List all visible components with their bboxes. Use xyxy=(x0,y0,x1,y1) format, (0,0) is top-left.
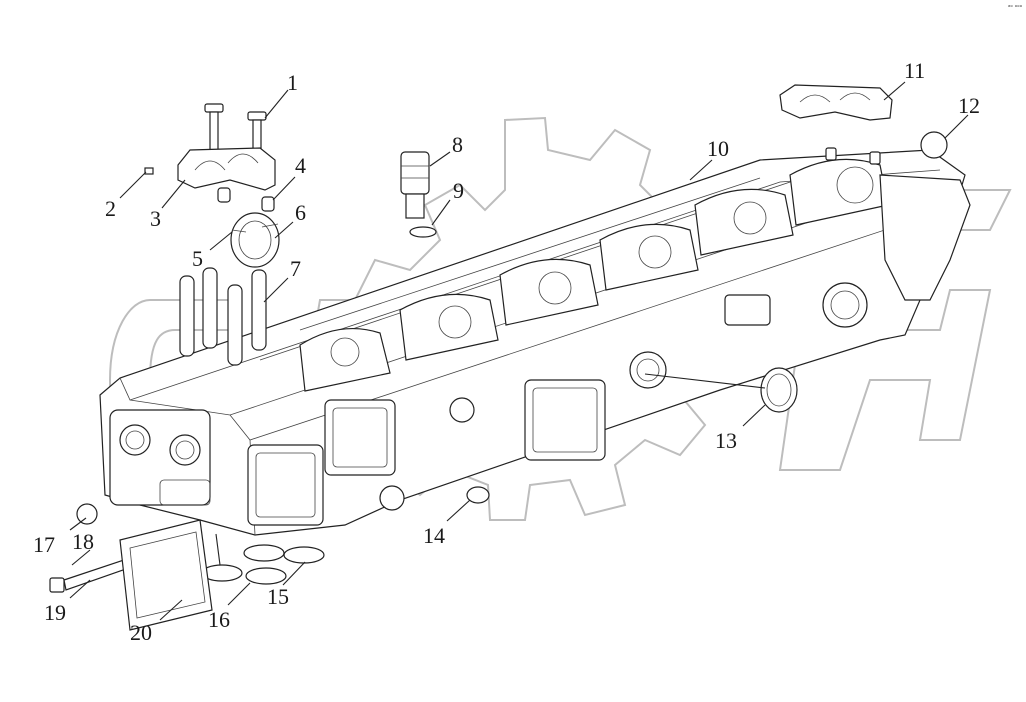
callout-20: 20 xyxy=(130,620,152,645)
o-ring-part-9 xyxy=(409,226,437,238)
callout-19: 19 xyxy=(44,600,66,625)
gasket-part-20 xyxy=(119,519,213,631)
callout-14: 14 xyxy=(423,523,445,548)
pin-part-2 xyxy=(144,167,154,175)
callout-16: 16 xyxy=(208,607,230,632)
bolts-part-1 xyxy=(204,103,267,161)
dowel-part-4a xyxy=(217,187,231,203)
bearing-cap-part-11 xyxy=(779,84,893,121)
callout-labels: 1 2 3 4 5 6 7 8 9 10 11 12 13 14 15 16 1… xyxy=(33,58,980,645)
bearing-shell-part-5 xyxy=(230,212,280,268)
callout-17: 17 xyxy=(33,532,55,557)
callout-1: 1 xyxy=(287,70,298,95)
callout-11: 11 xyxy=(904,58,925,83)
callout-13: 13 xyxy=(715,428,737,453)
injector-part-8 xyxy=(400,151,430,219)
bearing-towers xyxy=(299,158,889,392)
callout-6: 6 xyxy=(295,200,306,225)
dowel-part-4b xyxy=(261,196,275,212)
callout-15: 15 xyxy=(267,584,289,609)
leader-lines xyxy=(69,81,969,621)
callout-7: 7 xyxy=(290,256,301,281)
callout-10: 10 xyxy=(707,136,729,161)
callout-2: 2 xyxy=(105,196,116,221)
callout-18: 18 xyxy=(72,529,94,554)
callout-9: 9 xyxy=(453,178,464,203)
callout-3: 3 xyxy=(150,206,161,231)
callout-4: 4 xyxy=(295,153,306,178)
bearing-cap-part-3 xyxy=(177,147,276,191)
callout-12: 12 xyxy=(958,93,980,118)
callout-8: 8 xyxy=(452,132,463,157)
seal-ring-part-13 xyxy=(760,367,798,413)
plug-part-12 xyxy=(920,131,948,159)
corner-mark: ᵃᵒ ᵒᵒᵒ xyxy=(1008,4,1023,11)
plug-part-14 xyxy=(466,486,490,504)
nut-part-17 xyxy=(76,503,98,525)
cylinder-head xyxy=(99,149,971,536)
tappets-part-7 xyxy=(179,267,267,366)
seals-part-15-16 xyxy=(201,544,325,585)
callout-5: 5 xyxy=(192,246,203,271)
